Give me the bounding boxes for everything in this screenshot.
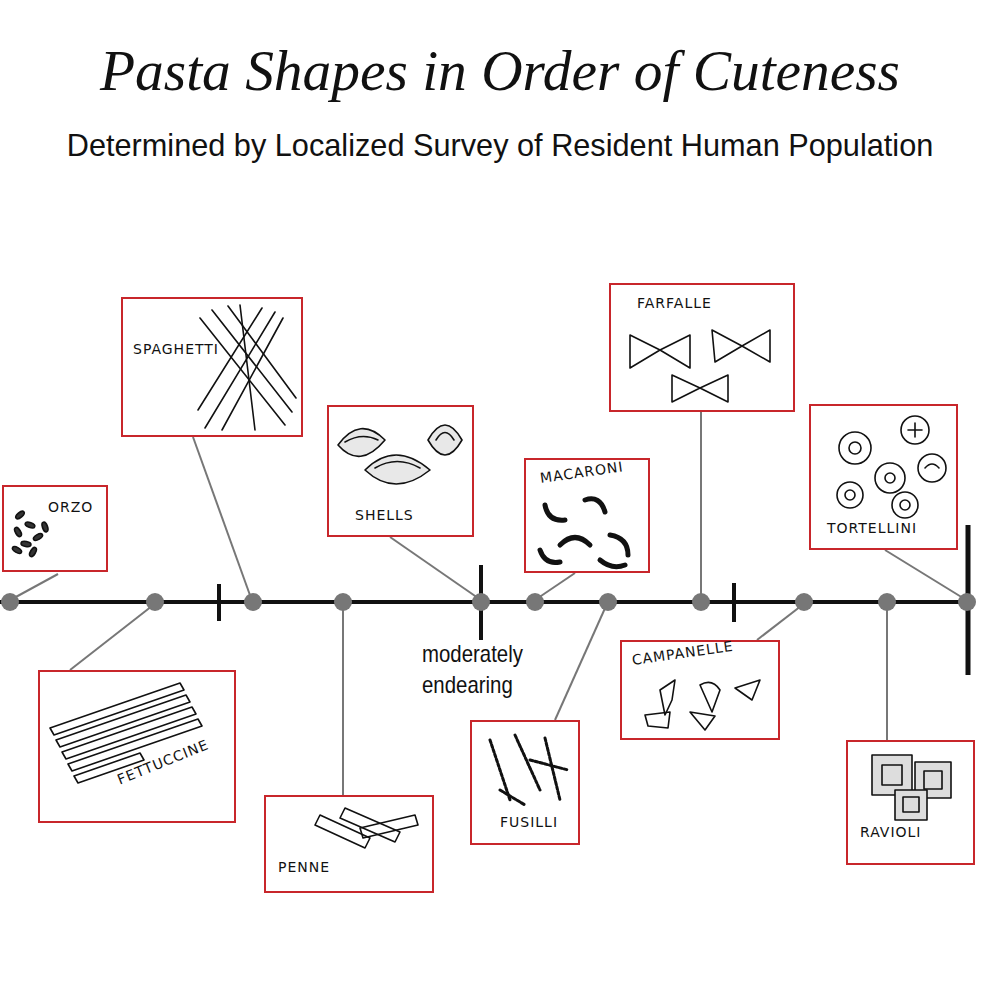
macaroni-drawing (540, 499, 628, 567)
pasta-box: ORZO (2, 485, 108, 572)
orzo-drawing (11, 510, 49, 558)
pasta-box: SHELLS (327, 405, 474, 537)
pasta-box: RAVIOLI (846, 740, 975, 865)
pasta-name: ORZO (48, 499, 93, 515)
campanelle-drawing (645, 680, 760, 730)
pasta-name: TORTELLINI (827, 520, 917, 536)
pasta-name: FUSILLI (500, 814, 558, 830)
title: Pasta Shapes in Order of Cuteness (0, 38, 1000, 103)
pasta-name: SHELLS (355, 507, 414, 523)
pasta-name: SPAGHETTI (133, 341, 219, 357)
pasta-name: RAVIOLI (860, 824, 922, 840)
pasta-name: PENNE (278, 859, 330, 875)
penne-drawing (315, 808, 418, 848)
pasta-box: FETTUCCINE (38, 670, 236, 823)
pasta-name: MACARONI (539, 458, 625, 486)
farfalle-drawing (630, 330, 770, 402)
pasta-name: FARFALLE (637, 295, 712, 311)
pasta-box: FUSILLI (470, 720, 580, 845)
pasta-box: CAMPANELLE (620, 640, 780, 740)
shells-drawing (338, 425, 462, 484)
spaghetti-drawing (198, 305, 296, 430)
pasta-box: PENNE (264, 795, 434, 893)
pasta-name: FETTUCCINE (115, 736, 211, 787)
pasta-box: SPAGHETTI (121, 297, 303, 437)
tortellini-drawing (837, 416, 946, 518)
ravioli-drawing (872, 755, 951, 820)
subtitle: Determined by Localized Survey of Reside… (0, 128, 1000, 164)
scale-label: moderately endearing (422, 638, 524, 700)
fusilli-drawing (490, 735, 568, 805)
pasta-box: TORTELLINI (809, 404, 958, 550)
pasta-box: FARFALLE (609, 283, 795, 412)
pasta-name: CAMPANELLE (631, 638, 735, 668)
pasta-box: MACARONI (524, 458, 650, 573)
